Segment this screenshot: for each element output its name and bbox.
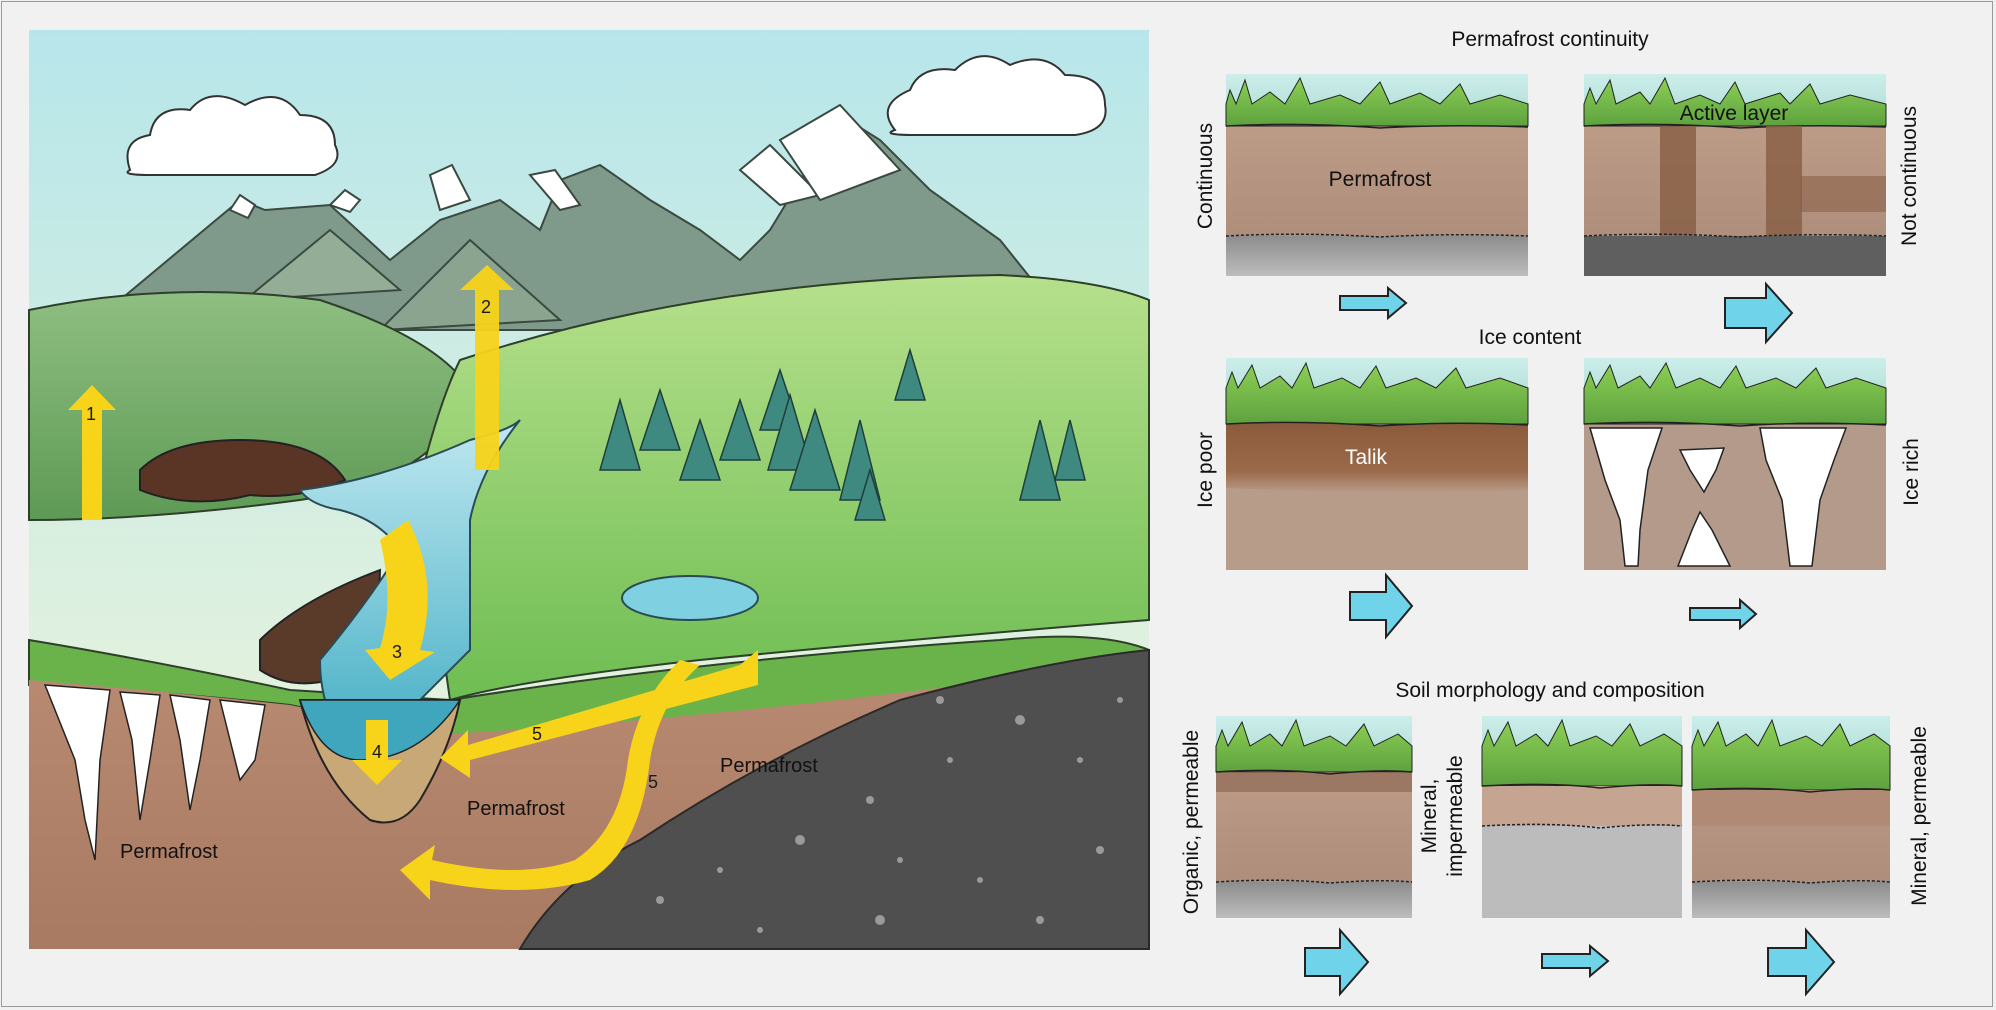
bedrock (518, 648, 1150, 950)
panel-continuous: Permafrost (1225, 74, 1529, 276)
continuous-label: Continuous (1194, 123, 1217, 229)
arrow-label-5b: 5 (648, 772, 658, 792)
effect-arrow-not-continuous (1724, 281, 1794, 345)
ice-wedges (43, 684, 266, 861)
mineral-impermeable-label-line2: impermeable (1444, 755, 1467, 876)
thermokarst-slump (139, 438, 347, 503)
arrow-labels: 1 2 3 4 5 5 (86, 297, 658, 792)
ice-rich-label: Ice rich (1900, 438, 1923, 506)
panel-ice-rich (1583, 358, 1887, 570)
effect-arrow-organic (1304, 927, 1370, 997)
arrow-3 (365, 520, 435, 680)
arrow-1 (68, 385, 116, 520)
pond (621, 575, 759, 621)
arrow-5-lower (400, 660, 700, 900)
bedrock-speckles (656, 696, 1123, 933)
permafrost-label-left: Permafrost (120, 841, 218, 863)
cloud-left (126, 95, 339, 176)
permafrost-label-right: Permafrost (720, 755, 818, 777)
effect-arrow-mineral-impermeable (1541, 943, 1610, 979)
permafrost-labels: Permafrost Permafrost Permafrost (120, 755, 818, 863)
conifer-trees (599, 347, 1086, 521)
arrow-4 (352, 720, 402, 785)
effect-arrow-continuous (1339, 285, 1408, 321)
effect-arrow-ice-poor (1349, 572, 1414, 640)
active-layer-label: Active layer (1680, 102, 1789, 125)
arrow-label-3: 3 (392, 642, 402, 662)
organic-permeable-label: Organic, permeable (1180, 730, 1203, 914)
ice-poor-label: Ice poor (1194, 432, 1217, 508)
arrow-label-2: 2 (481, 297, 491, 317)
panel-mineral-impermeable (1481, 716, 1683, 918)
not-continuous-label: Not continuous (1898, 106, 1921, 246)
continuity-title: Permafrost continuity (1451, 28, 1649, 51)
soil-title: Soil morphology and composition (1395, 679, 1704, 702)
process-arrows (68, 265, 758, 900)
effect-arrow-mineral-permeable (1767, 927, 1836, 997)
arrow-label-4: 4 (372, 742, 382, 762)
panel-organic-permeable (1215, 716, 1413, 918)
panel-not-continuous: Active layer (1583, 74, 1887, 276)
arrow-label-1: 1 (86, 404, 96, 424)
permafrost-label-center: Permafrost (467, 798, 565, 820)
effect-arrow-ice-rich (1689, 597, 1758, 631)
mineral-permeable-label: Mineral, permeable (1908, 726, 1931, 906)
ice-title: Ice content (1479, 326, 1582, 349)
mineral-impermeable-label-line1: Mineral, (1418, 779, 1441, 854)
panel-ice-poor: Talik (1225, 358, 1529, 570)
mountains (119, 103, 1041, 332)
arrow-2 (460, 265, 514, 470)
continuous-permafrost-label: Permafrost (1329, 168, 1432, 191)
landscape-illustration: 1 2 3 4 5 5 Permafrost Permafrost Permaf… (28, 30, 1150, 950)
panel-mineral-permeable (1691, 716, 1891, 918)
cloud-right (886, 55, 1107, 136)
arrow-5-upper (440, 650, 758, 778)
arrow-label-5a: 5 (532, 724, 542, 744)
talik-label: Talik (1345, 446, 1388, 469)
